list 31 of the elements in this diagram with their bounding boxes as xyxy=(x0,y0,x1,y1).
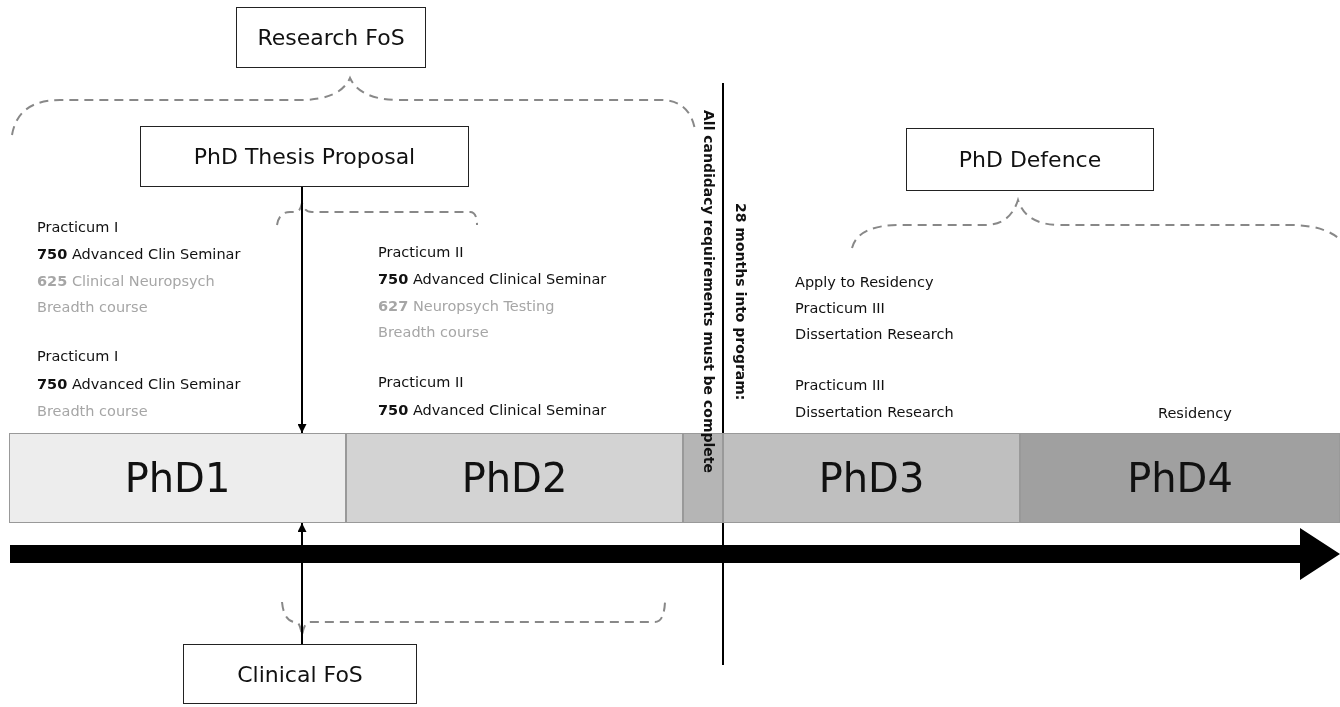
course-text: 750 Advanced Clin Seminar xyxy=(37,375,241,393)
course-text: Breadth course xyxy=(37,402,148,420)
vertical-note: 28 months into program: xyxy=(732,203,750,401)
course-text: Practicum III xyxy=(795,299,885,317)
course-text: Practicum II xyxy=(378,243,464,261)
course-text: Apply to Residency xyxy=(795,273,934,291)
label-box: PhD Thesis Proposal xyxy=(140,126,469,187)
vertical-note: All candidacy requirements must be complete xyxy=(700,110,718,473)
course-text: 750 Advanced Clinical Seminar xyxy=(378,270,607,288)
course-text: Practicum I xyxy=(37,218,119,236)
course-text: Practicum III xyxy=(795,376,885,394)
course-text: Dissertation Research xyxy=(795,325,954,343)
phase-segment: PhD3 xyxy=(723,433,1020,523)
phase-segment: PhD2 xyxy=(346,433,683,523)
course-text: 627 Neuropsych Testing xyxy=(378,297,555,315)
course-text: Breadth course xyxy=(37,298,148,316)
course-text: Residency xyxy=(1158,404,1232,422)
label-box: PhD Defence xyxy=(906,128,1154,191)
phase-segment: PhD1 xyxy=(9,433,346,523)
course-text: Practicum I xyxy=(37,347,119,365)
course-text: 750 Advanced Clin Seminar xyxy=(37,245,241,263)
arrow xyxy=(297,522,307,645)
course-text: Practicum II xyxy=(378,373,464,391)
course-text: 750 Advanced Clinical Seminar xyxy=(378,401,607,419)
course-text: Dissertation Research xyxy=(795,403,954,421)
arrow xyxy=(297,186,307,434)
course-text: Breadth course xyxy=(378,323,489,341)
label-box: Research FoS xyxy=(236,7,426,68)
course-text: 625 Clinical Neuropsych xyxy=(37,272,215,290)
phase-segment: PhD4 xyxy=(1020,433,1340,523)
label-box: Clinical FoS xyxy=(183,644,417,704)
